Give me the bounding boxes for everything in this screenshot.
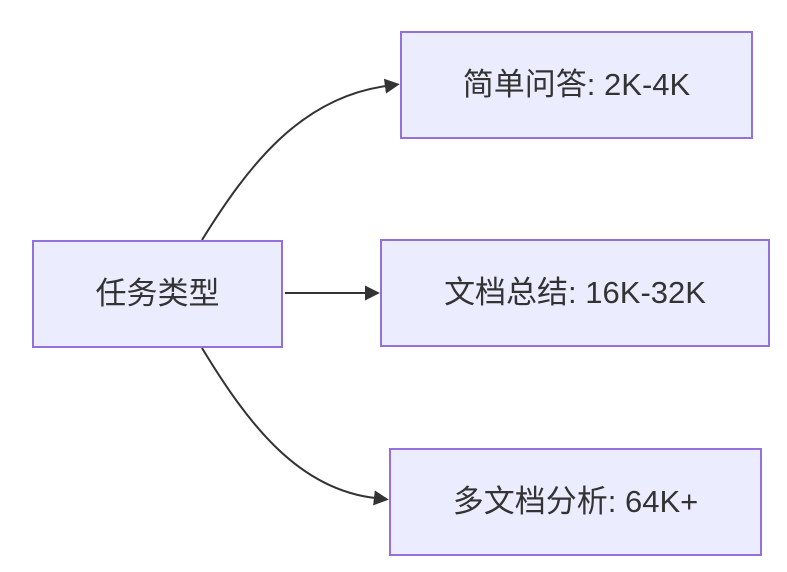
node-multi-doc: 多文档分析: 64K+	[389, 448, 762, 556]
node-multi-doc-label: 多文档分析: 64K+	[452, 484, 699, 520]
node-task-type-label: 任务类型	[95, 276, 220, 312]
node-simple-qa: 简单问答: 2K-4K	[400, 31, 753, 139]
node-doc-summary-label: 文档总结: 16K-32K	[444, 275, 706, 311]
edge-root-to-simple-qa	[201, 78, 400, 241]
edge-root-to-multi-doc	[201, 347, 389, 506]
node-simple-qa-label: 简单问答: 2K-4K	[462, 67, 691, 103]
node-doc-summary: 文档总结: 16K-32K	[380, 239, 770, 347]
node-task-type: 任务类型	[32, 240, 283, 348]
